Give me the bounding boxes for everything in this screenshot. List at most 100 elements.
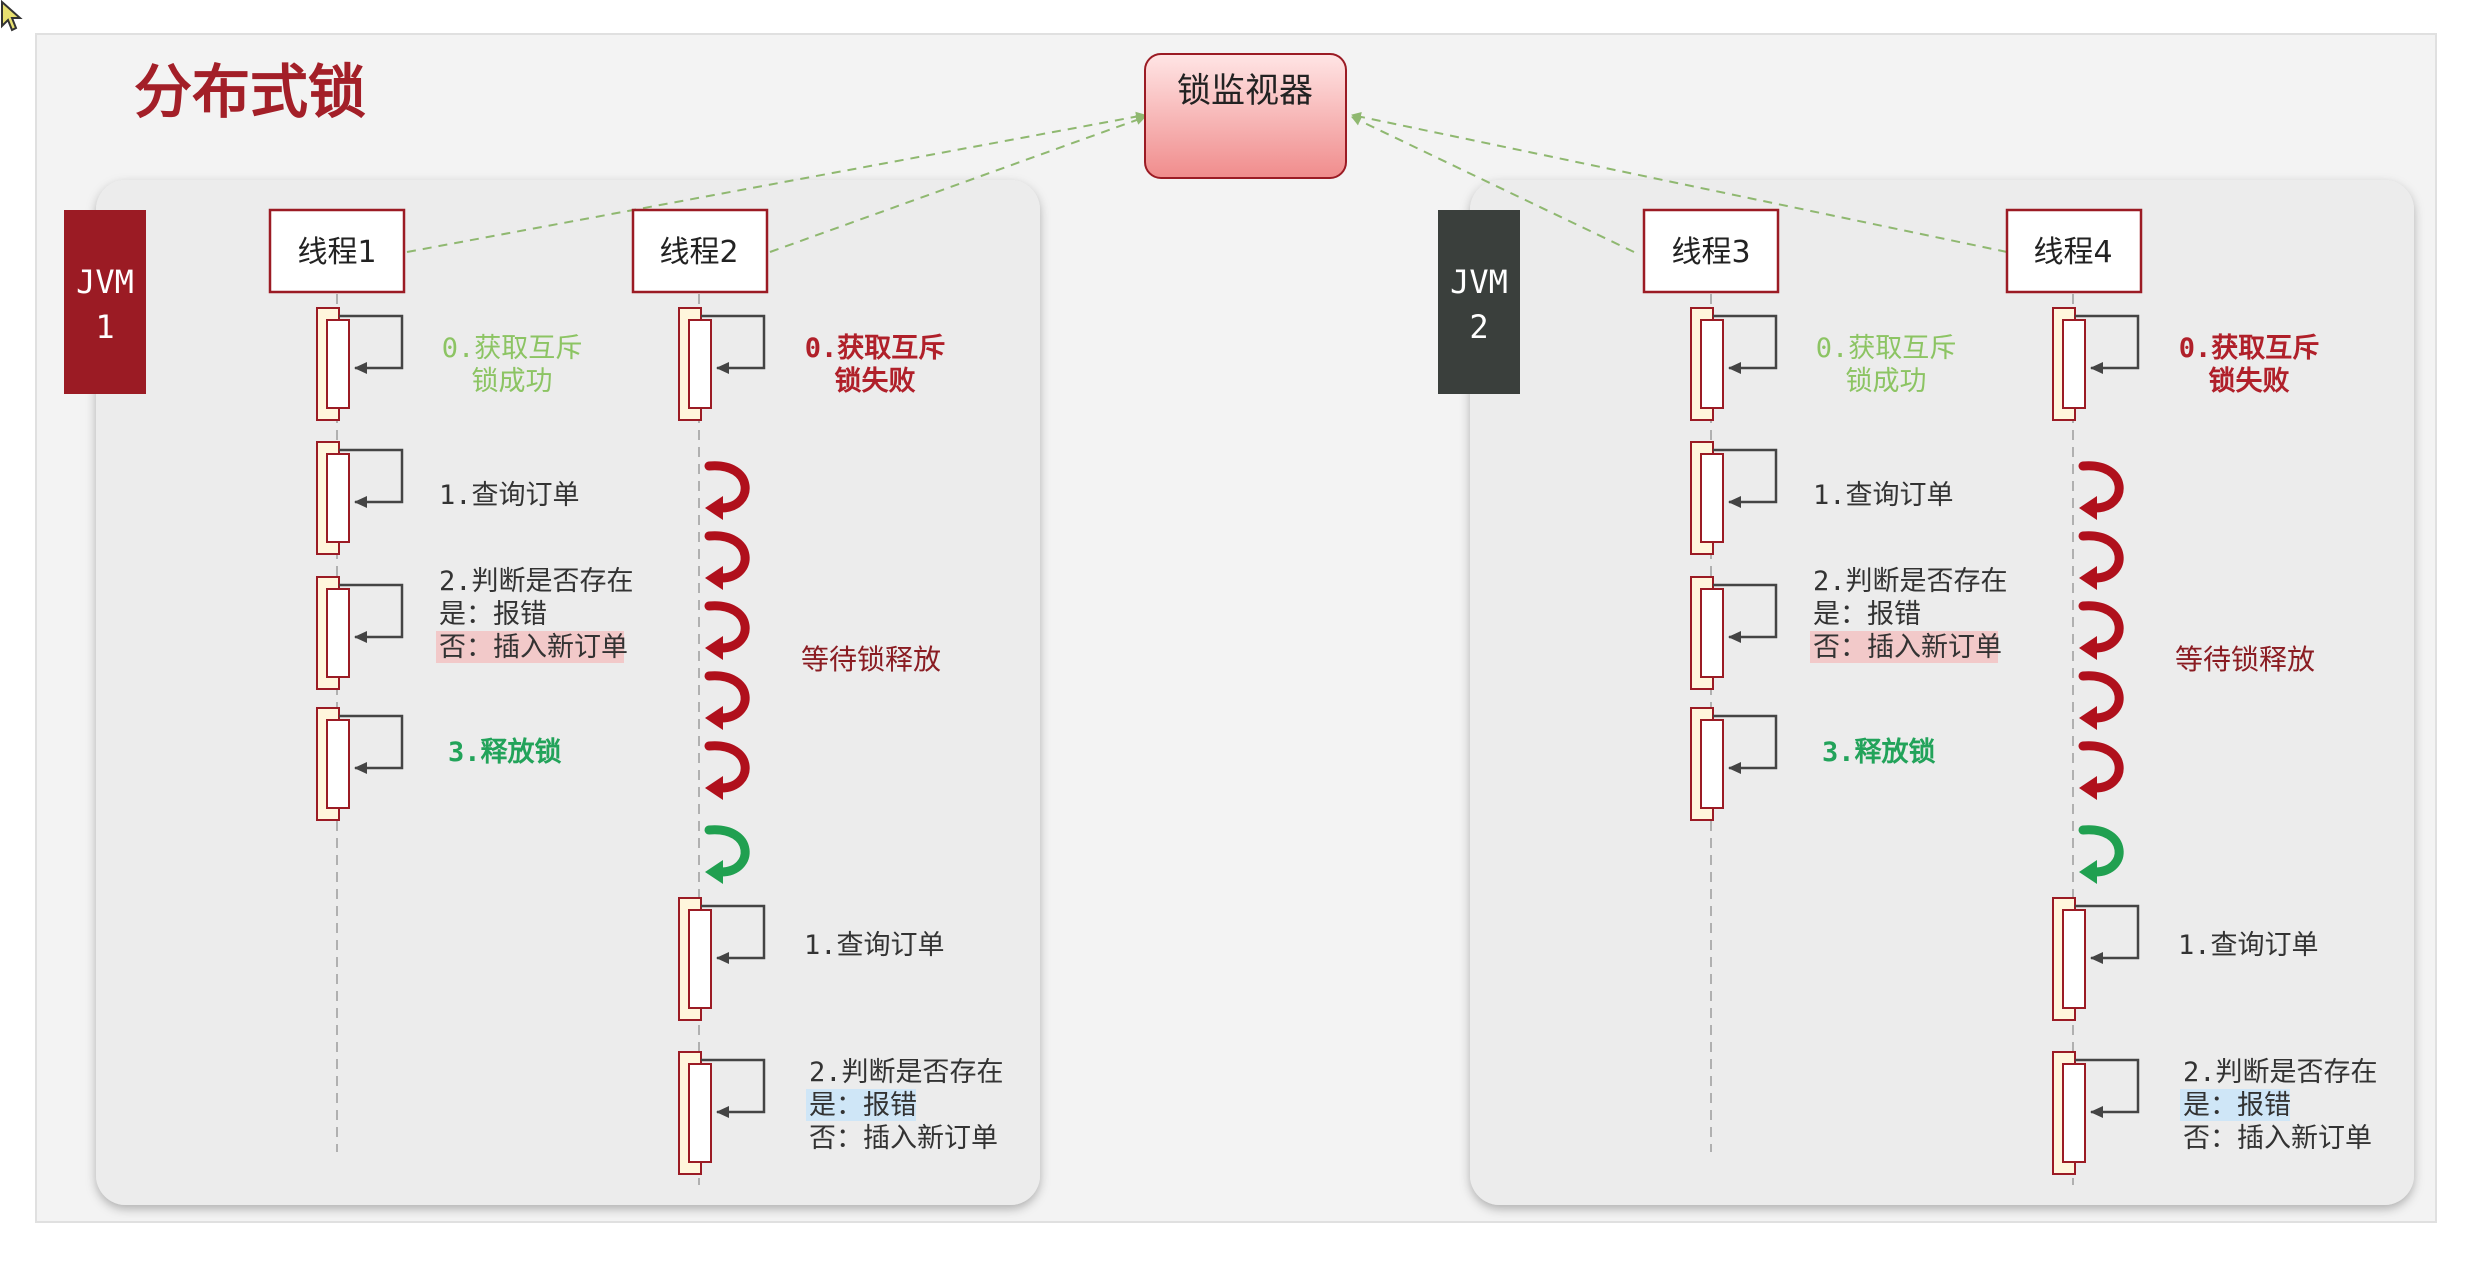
wait-arrow-head [2079,566,2097,590]
wait-arrow-head [2079,636,2097,660]
activation-bar-inner [326,453,350,543]
activation-bar-inner [1700,719,1724,809]
step-text-line: 1.查询订单 [804,930,945,961]
step-text-line: 2.判断是否存在 [439,566,634,597]
self-call-arrow [1713,583,1778,643]
jvm-label-line1: JVM [1450,263,1508,301]
wait-arrow-icon [704,531,750,583]
wait-arrow-head [705,636,723,660]
self-call-arrow [339,583,404,643]
jvm-label-line1: JVM [76,263,134,301]
activation-bar-inner [326,319,350,409]
activation-bar-inner [1700,319,1724,409]
activation-bar-inner [1700,588,1724,678]
step-text-line: 锁成功 [1846,366,1927,397]
jvm2-panel [1470,180,2414,1205]
activation-bar-inner [2062,909,2086,1009]
step-text-line: 是：报错 [2183,1090,2291,1121]
step-text-line: 锁失败 [2209,365,2290,397]
step-text-line: 3.释放锁 [448,736,562,768]
link-thread1-monitor [406,111,1146,253]
activation-bar-inner [326,719,350,809]
link-thread3-monitor [1351,116,1635,253]
step-text-line: 否：插入新订单 [2183,1123,2372,1154]
self-call-arrow [701,314,766,374]
wait-label: 等待锁释放 [2175,643,2315,676]
step-text-line: 1.查询订单 [439,480,580,511]
thread-box [631,208,769,294]
activation-bar-inner [688,909,712,1009]
wait-arrow-icon [704,601,750,653]
self-call-arrow [339,314,404,374]
wait-arrow-icon [2078,825,2124,877]
lock-monitor-label: 锁监视器 [1177,71,1313,111]
step-text-line: 3.释放锁 [1822,736,1936,768]
wait-arrow-head [705,566,723,590]
step-text-line: 否：插入新订单 [439,632,628,663]
self-call-arrow [1713,714,1778,774]
step-text-line: 否：插入新订单 [1813,632,2002,663]
jvm-label-box [64,210,146,394]
wait-arrow-icon [2078,461,2124,513]
activation-bar-inner [326,588,350,678]
step-text-line: 2.判断是否存在 [809,1057,1004,1088]
jvm-1-group: JVM1线程10.获取互斥锁成功1.查询订单2.判断是否存在是：报错否：插入新订… [64,208,1004,1185]
jvm-2-group: JVM2线程30.获取互斥锁成功1.查询订单2.判断是否存在是：报错否：插入新订… [1438,208,2378,1185]
activation-bar-inner [1700,453,1724,543]
thread-box [1642,208,1780,294]
self-call-arrow [701,1058,766,1118]
step-text-line: 0.获取互斥 [805,333,946,364]
text-highlight [436,631,624,663]
self-call-arrow [2075,314,2140,374]
thread-name: 线程1 [297,235,376,270]
step-text-line: 0.获取互斥 [1816,333,1957,364]
wait-arrow-head [2079,860,2097,884]
jvm1-panel [96,180,1040,1205]
text-highlight [1810,631,1998,663]
link-thread2-monitor [769,115,1146,253]
self-call-arrow [701,904,766,964]
text-highlight [2180,1089,2290,1121]
self-call-arrow [2075,1058,2140,1118]
step-text-line: 是：报错 [439,599,547,630]
self-call-arrow [339,448,404,508]
activation-bar-inner [688,1063,712,1163]
step-text-line: 1.查询订单 [2178,930,2319,961]
activation-bar-inner [2062,1063,2086,1163]
jvm-label-line2: 2 [1469,308,1488,346]
thread-name: 线程2 [659,235,738,270]
step-text-line: 锁失败 [835,365,916,397]
step-text-line: 是：报错 [1813,599,1921,630]
wait-arrow-head [705,860,723,884]
wait-arrow-head [705,496,723,520]
wait-arrow-head [2079,776,2097,800]
step-text-line: 是：报错 [809,1090,917,1121]
step-text-line: 2.判断是否存在 [2183,1057,2378,1088]
self-call-arrow [339,714,404,774]
step-text-line: 0.获取互斥 [442,333,583,364]
text-highlight [806,1089,916,1121]
step-text-line: 锁成功 [472,366,553,397]
wait-arrow-icon [2078,741,2124,793]
lock-monitor-node: 锁监视器 [1144,53,1347,179]
wait-arrow-icon [2078,531,2124,583]
jvm-label-line2: 1 [95,308,114,346]
wait-arrow-icon [704,741,750,793]
wait-arrow-icon [704,825,750,877]
thread-name: 线程4 [2033,235,2112,270]
jvm-label-box [1438,210,1520,394]
wait-arrow-head [705,706,723,730]
mouse-cursor-icon [1,0,23,32]
wait-arrow-icon [704,671,750,723]
wait-arrow-head [2079,496,2097,520]
page-title: 分布式锁 [134,58,366,126]
wait-arrow-icon [2078,601,2124,653]
wait-arrow-icon [704,461,750,513]
step-text-line: 否：插入新订单 [809,1123,998,1154]
self-call-arrow [1713,314,1778,374]
thread-box [2005,208,2143,294]
activation-bar-inner [2062,319,2086,409]
thread-box [268,208,406,294]
